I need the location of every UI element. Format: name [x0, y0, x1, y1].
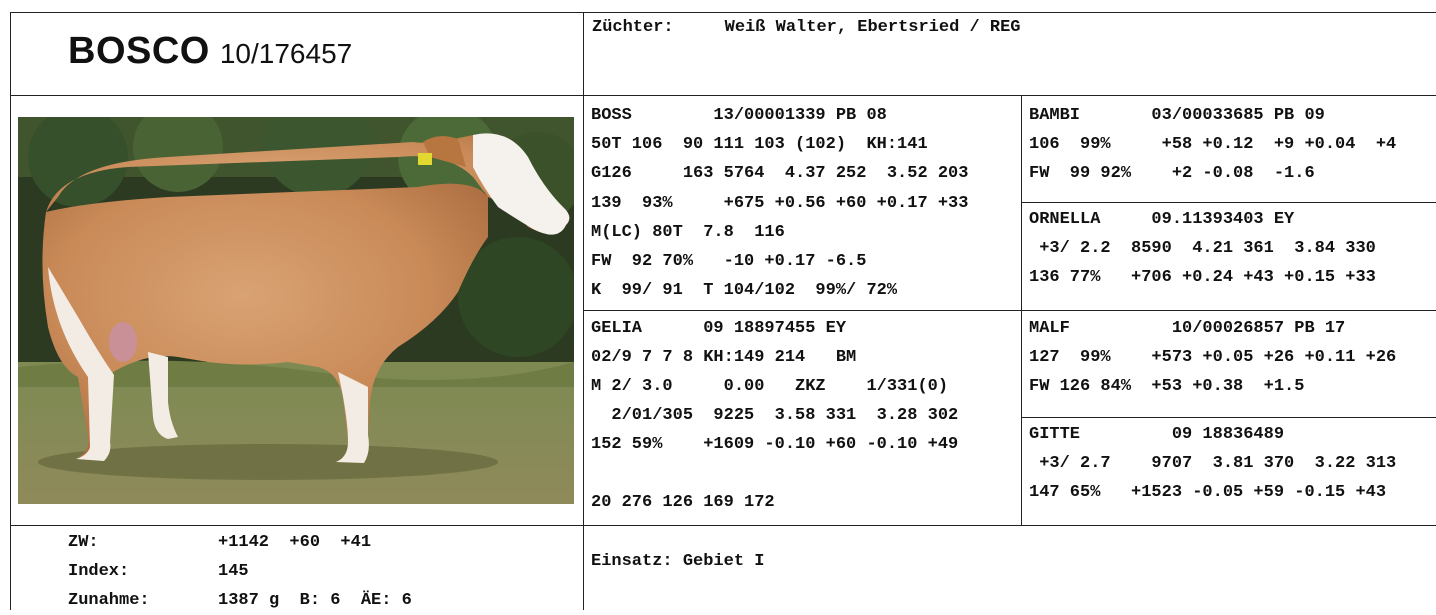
parents-divider: [583, 310, 1021, 311]
breeder-value: Weiß Walter, Ebertsried / REG: [724, 18, 1021, 37]
zw-value: +1142 +60 +41: [218, 533, 372, 552]
sire-line: G126 163 5764 4.37 252 3.52 203: [591, 164, 969, 183]
bull-illustration: [18, 117, 574, 504]
zw-label: ZW:: [68, 533, 99, 552]
sire-sire-line: FW 99 92% +2 -0.08 -1.6: [1029, 164, 1315, 183]
dam-line: 20 276 126 169 172: [591, 493, 775, 512]
footer-divider: [10, 525, 1436, 526]
dam-line: GELIA 09 18897455 EY: [591, 319, 847, 338]
bull-photo: [18, 117, 574, 504]
sire-dam-line: 136 77% +706 +0.24 +43 +0.15 +33: [1029, 268, 1376, 287]
dam-line: 02/9 7 7 8 KH:149 214 BM: [591, 348, 857, 367]
animal-title: BOSCO 10/176457: [68, 30, 352, 73]
sire-line: 139 93% +675 +0.56 +60 +0.17 +33: [591, 194, 969, 213]
dam-line: M 2/ 3.0 0.00 ZKZ 1/331(0): [591, 377, 949, 396]
dam-dam-line: GITTE 09 18836489: [1029, 425, 1285, 444]
sire-line: BOSS 13/00001339 PB 08: [591, 106, 887, 125]
dam-sire-line: 127 99% +573 +0.05 +26 +0.11 +26: [1029, 348, 1397, 367]
sire-dam-line: +3/ 2.2 8590 4.21 361 3.84 330: [1029, 239, 1376, 258]
sire-line: M(LC) 80T 7.8 116: [591, 223, 785, 242]
top-border: [10, 12, 1436, 13]
parents-grandparents-divider: [1021, 310, 1436, 311]
dam-dam-line: +3/ 2.7 9707 3.81 370 3.22 313: [1029, 454, 1397, 473]
breeder-info: Züchter: Weiß Walter, Ebertsried / REG: [592, 18, 1021, 37]
breeder-label: Züchter:: [592, 18, 674, 37]
dam-grandparents-divider: [1021, 417, 1436, 418]
dam-line: 2/01/305 9225 3.58 331 3.28 302: [591, 406, 959, 425]
sire-sire-line: BAMBI 03/00033685 PB 09: [1029, 106, 1325, 125]
sire-line: 50T 106 90 111 103 (102) KH:141: [591, 135, 928, 154]
sire-sire-line: 106 99% +58 +0.12 +9 +0.04 +4: [1029, 135, 1397, 154]
gain-label: Zunahme:: [68, 591, 150, 610]
header-divider: [10, 95, 1436, 96]
sire-grandparents-divider: [1021, 202, 1436, 203]
dam-sire-line: MALF 10/00026857 PB 17: [1029, 319, 1346, 338]
zw-row: ZW: +1142 +60 +41: [68, 528, 371, 557]
dam-sire-line: FW 126 84% +53 +0.38 +1.5: [1029, 377, 1305, 396]
center-divider: [583, 12, 584, 610]
dam-line: 152 59% +1609 -0.10 +60 -0.10 +49: [591, 435, 959, 454]
sire-dam-line: ORNELLA 09.11393403 EY: [1029, 210, 1295, 229]
gain-value: 1387 g B: 6 ÄE: 6: [218, 591, 412, 610]
usage-area: Einsatz: Gebiet I: [591, 552, 765, 571]
index-value: 145: [218, 562, 249, 581]
animal-name: BOSCO: [68, 30, 210, 72]
index-label: Index:: [68, 562, 130, 581]
herdbook-number: 10/176457: [219, 38, 353, 69]
index-row: Index: 145: [68, 557, 249, 586]
gain-row: Zunahme: 1387 g B: 6 ÄE: 6: [68, 586, 412, 615]
sire-line: FW 92 70% -10 +0.17 -6.5: [591, 252, 867, 271]
left-border: [10, 12, 11, 610]
sire-line: K 99/ 91 T 104/102 99%/ 72%: [591, 281, 898, 300]
dam-dam-line: 147 65% +1523 -0.05 +59 -0.15 +43: [1029, 483, 1387, 502]
